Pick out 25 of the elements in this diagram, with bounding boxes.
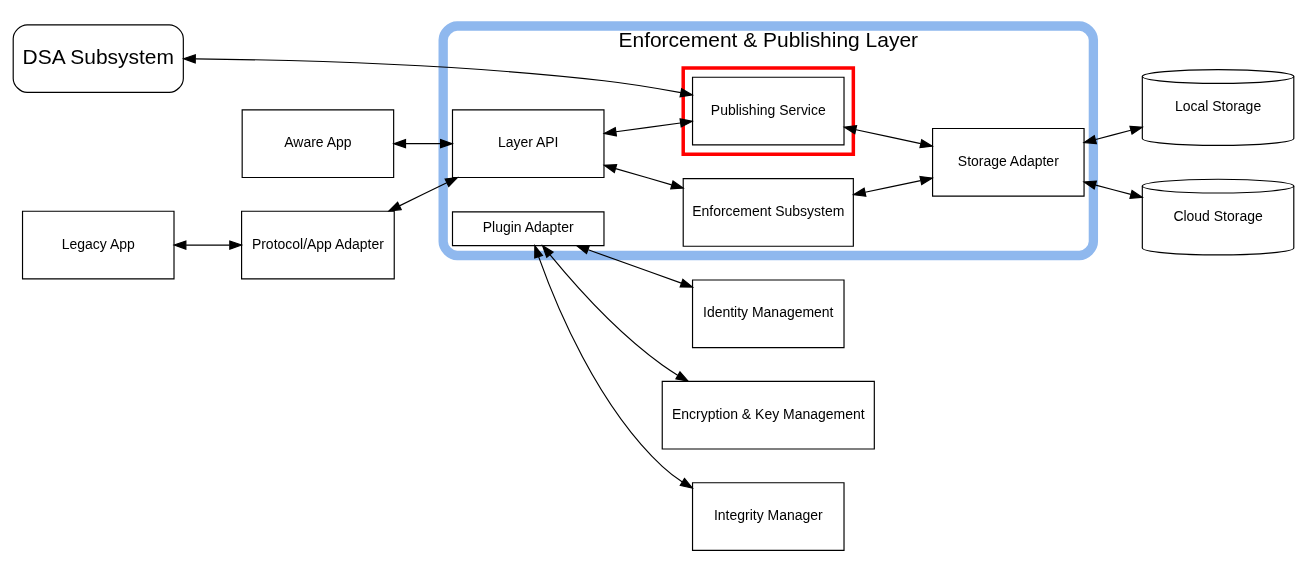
node-box: Protocol/App Adapter <box>241 210 395 280</box>
node-box: DSA Subsystem <box>12 24 184 93</box>
node-box: Storage Adapter <box>932 127 1085 197</box>
arrow <box>1082 180 1144 199</box>
arrow <box>602 164 685 190</box>
arrow <box>851 175 934 197</box>
node-box: Integrity Manager <box>691 482 845 551</box>
arrow <box>602 118 694 137</box>
arrow <box>181 53 695 98</box>
arrow <box>172 240 244 250</box>
arrow <box>842 125 934 149</box>
arrow <box>534 244 694 489</box>
node-box: Enforcement Subsystem <box>682 178 854 247</box>
node-box: Legacy App <box>21 210 175 280</box>
arrow <box>387 176 459 212</box>
node-box: Publishing Service <box>691 76 845 146</box>
node-box: Encryption & Key Management <box>661 380 875 450</box>
node-box: Layer API <box>451 109 605 179</box>
node-box: Plugin Adapter <box>451 211 605 247</box>
node-box: Aware App <box>241 109 395 179</box>
arrow <box>1082 125 1144 145</box>
arrow <box>392 138 454 149</box>
arrow <box>541 244 690 383</box>
node-box: Identity Management <box>691 279 845 349</box>
arrow <box>575 245 695 288</box>
